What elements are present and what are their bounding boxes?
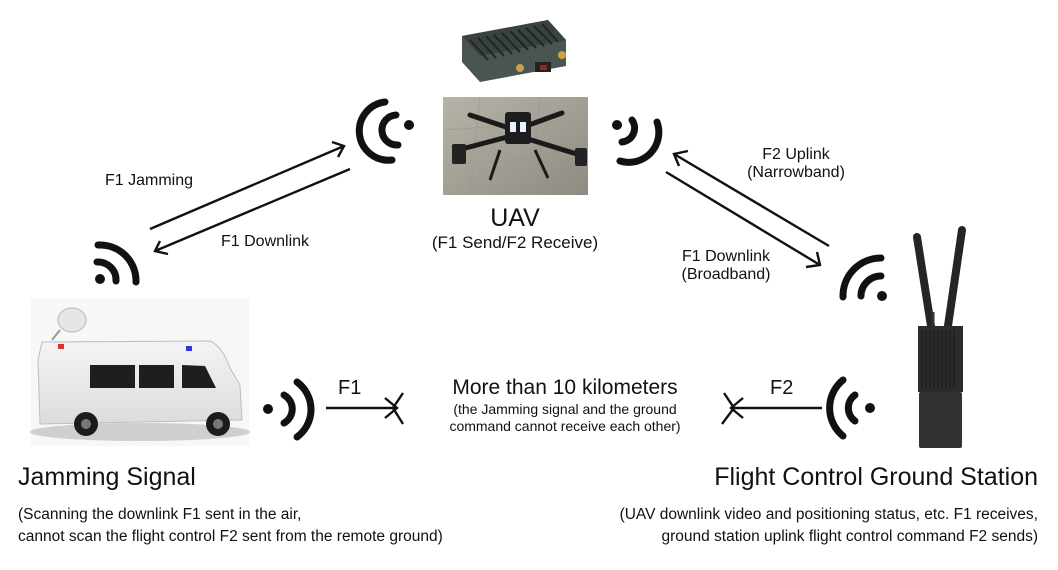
f1-jamming-label: F1 Jamming [105,172,194,189]
ground-station-device-image [913,226,966,448]
f1-jamming-arrow [149,140,346,231]
signal-above-van-icon [93,241,140,286]
jamming-description: (Scanning the downlink F1 sent in the ai… [18,504,443,548]
distance-block: More than 10 kilometers (the Jamming sig… [410,375,720,435]
jamming-title: Jamming Signal [18,463,196,491]
f1-downlink-arrow-right [665,170,822,269]
f2-arrow-label: F2 [770,377,794,399]
jamming-desc-line1: (Scanning the downlink F1 sent in the ai… [18,506,302,523]
jamming-van-image [30,298,250,446]
distance-note-line1: (the Jamming signal and the ground [453,401,677,417]
uav-module-image [462,20,566,82]
f1-blocked-arrow [326,392,405,425]
f1-arrow-label: F1 [338,377,362,399]
signal-right-of-van-icon [263,378,315,441]
signal-ground-upper-icon [839,254,887,301]
f2-uplink-label-line1: F2 Uplink [762,146,830,163]
uav-subtitle: (F1 Send/F2 Receive) [431,233,599,252]
f2-uplink-arrow [672,149,830,248]
ground-station-title: Flight Control Ground Station [714,463,1038,491]
f1-downlink-left-label: F1 Downlink [221,233,310,250]
signal-ground-lower-icon [826,376,875,440]
f1-downlink-right-label: F1 Downlink (Broadband) [666,248,786,284]
f1-downlink-arrow-left [153,167,351,256]
ground-desc-line1: (UAV downlink video and positioning stat… [619,506,1038,523]
signal-right-of-uav-icon [612,116,663,166]
uav-title: UAV [490,204,540,232]
f2-blocked-arrow [721,392,822,425]
f2-uplink-label-line2: (Narrowband) [747,164,845,181]
ground-desc-line2: ground station uplink flight control com… [661,528,1038,545]
distance-title: More than 10 kilometers [452,376,678,399]
jamming-desc-line2: cannot scan the flight control F2 sent f… [18,528,443,545]
ground-station-description: (UAV downlink video and positioning stat… [500,504,1038,548]
drone-photo [442,96,589,196]
distance-note-line2: command cannot receive each other) [449,418,681,434]
f2-uplink-label: F2 Uplink (Narrowband) [728,146,864,182]
f1-downlink-right-label-line1: F1 Downlink [681,248,771,265]
f1-downlink-right-label-line2: (Broadband) [681,266,771,283]
uav-block: UAV [440,204,590,232]
signal-left-of-uav-icon [355,98,414,164]
